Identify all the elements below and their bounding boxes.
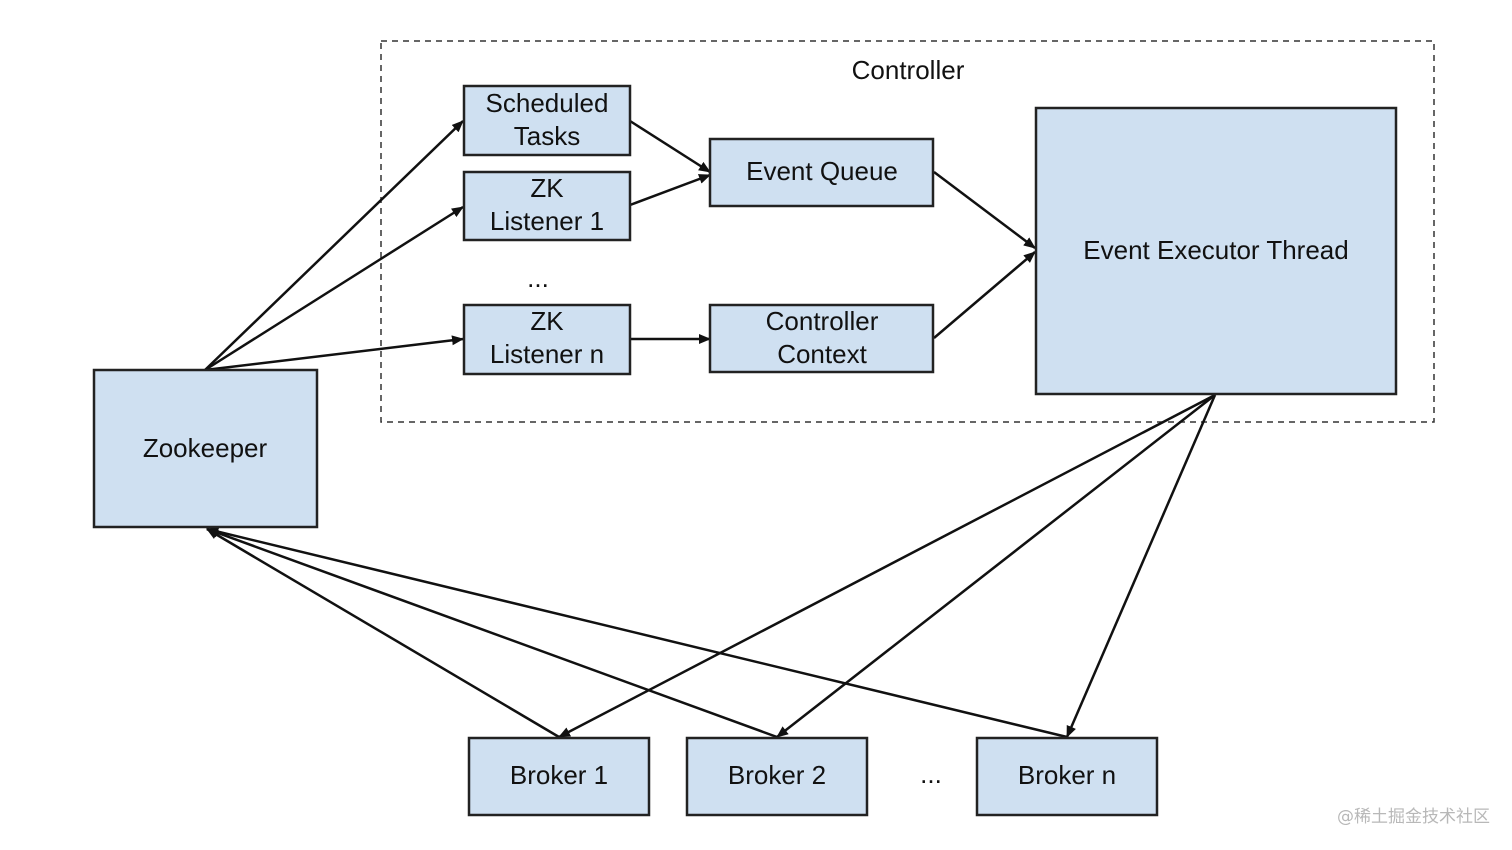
edge-event-executor-thread-to-broker-1: [558, 393, 1216, 739]
watermark: @稀土掘金技术社区: [1337, 807, 1490, 827]
event-queue-label: Event Queue: [746, 156, 898, 186]
edges: [204, 119, 1217, 739]
edge-zookeeper-to-scheduled-tasks: [204, 120, 464, 371]
broker-1-label: Broker 1: [510, 760, 608, 790]
brokers-ellipsis: ...: [920, 759, 942, 789]
edge-zookeeper-to-zk-listener-1: [204, 205, 464, 372]
zk-listener-1-label-line-1: ZK: [530, 173, 564, 203]
edge-event-executor-thread-to-broker-n: [1065, 394, 1217, 738]
controller-boundary: [380, 40, 1435, 423]
controller-label: Controller: [852, 55, 965, 85]
listeners-ellipsis: ...: [527, 263, 549, 293]
broker-2-label: Broker 2: [728, 760, 826, 790]
scheduled-tasks-label-line-1: Scheduled: [486, 88, 609, 118]
event-executor-thread-node: Event Executor Thread: [1034, 106, 1398, 396]
edge-event-queue-to-event-executor-thread: [933, 171, 1036, 249]
zookeeper-node: Zookeeper: [92, 368, 319, 529]
zookeeper-label: Zookeeper: [143, 433, 268, 463]
edge-zookeeper-to-zk-listener-n: [204, 335, 464, 372]
scheduled-tasks-label-line-2: Tasks: [514, 121, 580, 151]
zk-listener-n-node: ZK Listener n: [462, 303, 632, 376]
edge-broker-1-to-zookeeper: [206, 527, 560, 739]
controller-context-node: Controller Context: [708, 303, 935, 374]
edge-broker-2-to-zookeeper: [206, 527, 778, 739]
broker-n-node: Broker n: [975, 736, 1159, 817]
controller-context-label-line-1: Controller: [766, 306, 879, 336]
edge-broker-n-to-zookeeper: [206, 526, 1068, 739]
event-queue-node: Event Queue: [708, 137, 935, 208]
zk-listener-n-label-line-1: ZK: [530, 306, 564, 336]
broker-n-label: Broker n: [1018, 760, 1116, 790]
broker-2-node: Broker 2: [685, 736, 869, 817]
controller-context-label-line-2: Context: [777, 339, 867, 369]
edge-scheduled-tasks-to-event-queue: [629, 119, 711, 174]
event-executor-thread-label: Event Executor Thread: [1083, 235, 1348, 265]
broker-1-node: Broker 1: [467, 736, 651, 817]
edge-zk-listener-1-to-event-queue: [629, 173, 711, 207]
edge-event-executor-thread-to-broker-2: [776, 394, 1216, 738]
zk-listener-n-label-line-2: Listener n: [490, 339, 604, 369]
zk-listener-1-label-line-2: Listener 1: [490, 206, 604, 236]
scheduled-tasks-node: Scheduled Tasks: [462, 84, 632, 157]
edge-controller-context-to-event-executor-thread: [933, 251, 1036, 339]
zk-listener-1-node: ZK Listener 1: [462, 170, 632, 242]
